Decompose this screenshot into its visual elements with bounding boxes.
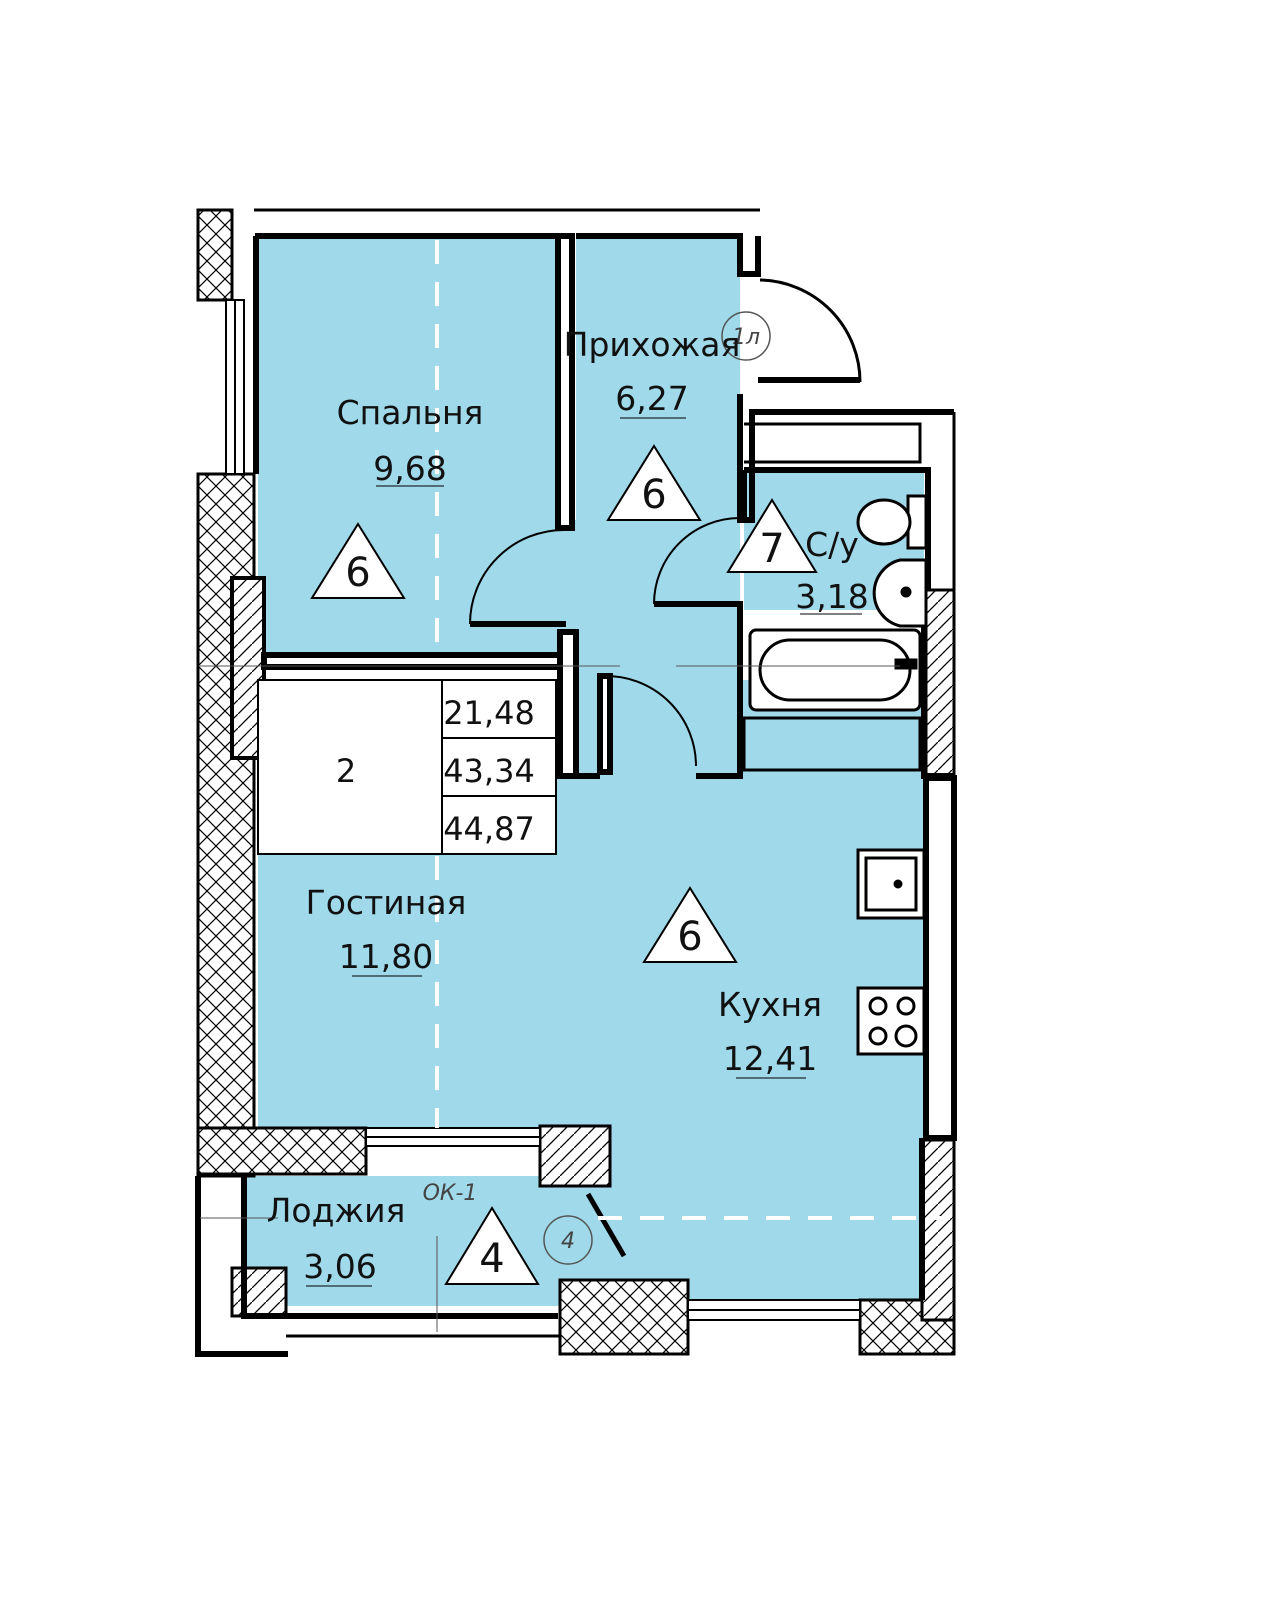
door-swing-entrance [759, 278, 862, 383]
shaft-box-2 [744, 422, 922, 464]
kitchen-mark: 6 [677, 914, 702, 960]
loggia-area: 3,06 [303, 1247, 376, 1286]
summary-living-cell [441, 679, 557, 739]
bathroom-mark-triangle [726, 498, 818, 573]
hallway-floor-2 [470, 520, 740, 670]
door-swing-loggia [585, 1192, 627, 1258]
kitchen-area: 12,41 [723, 1039, 817, 1078]
bedroom-mark: 6 [345, 550, 370, 596]
finish-markers [310, 444, 818, 1285]
toilet-icon [856, 494, 928, 550]
east-wall-mid [924, 588, 956, 778]
entrance-door-code: 1л [732, 325, 760, 350]
east-wall-lower [920, 1138, 956, 1322]
shaft-box [742, 716, 922, 772]
bathtub-icon [748, 628, 922, 712]
rooms-count: 2 [336, 752, 356, 790]
hallway-name: Прихожая [564, 325, 741, 364]
west-wall-upper [196, 208, 234, 302]
door-swing-bedroom [469, 529, 565, 625]
washbasin-icon [872, 558, 928, 628]
bedroom-area: 9,68 [373, 449, 446, 488]
bathroom-lower-wall [654, 601, 743, 779]
bathroom-area: 3,18 [795, 577, 868, 616]
room-labels: Спальня 9,68 Прихожая 6,27 С/у 3,18 Гост… [267, 325, 869, 1287]
total-area-value: 43,34 [443, 752, 535, 790]
hallway-mark-triangle [606, 444, 702, 521]
loggia-outer [195, 1176, 558, 1357]
hallway-mark: 6 [641, 472, 666, 518]
loggia-name: Лоджия [267, 1191, 406, 1230]
summary-total-loggia-cell [441, 795, 557, 855]
door-markers [543, 311, 771, 1265]
outer-walls [196, 208, 956, 1356]
kitchen-sink-icon [856, 848, 926, 920]
axis-lines [435, 240, 950, 1220]
bedroom-south-partition [261, 652, 575, 670]
thin-guides [200, 665, 900, 1332]
inner-walls [195, 208, 957, 1357]
window-code: ОК-1 [423, 1181, 478, 1206]
bathroom-mark: 7 [759, 526, 784, 572]
door-swing-living [605, 675, 697, 767]
partition-bed-hall [555, 233, 575, 531]
loggia-mark: 4 [479, 1236, 504, 1282]
kitchen-floor-lower [590, 1130, 923, 1300]
loggia-door-marker [543, 1215, 593, 1265]
living-name: Гостиная [306, 883, 467, 922]
summary-rooms-cell [257, 679, 443, 855]
living-area: 11,80 [339, 937, 433, 976]
entrance-door-marker [721, 311, 771, 361]
fixtures [748, 494, 928, 1056]
bathroom-name: С/у [805, 525, 859, 564]
south-wall-living [196, 1126, 368, 1176]
windows [225, 299, 861, 1321]
kitchen-east-column [923, 775, 957, 1141]
loggia-corner [230, 1266, 288, 1318]
bathroom-walls [741, 467, 931, 590]
south-column-a [538, 1124, 612, 1188]
bedroom-name: Спальня [337, 393, 484, 432]
door-swing-bath [653, 517, 741, 605]
stove-icon [856, 986, 926, 1056]
living-door-jamb [597, 673, 613, 775]
door-swings [469, 278, 862, 1258]
summary-total-cell [441, 737, 557, 797]
floor-areas [244, 236, 924, 1306]
bedroom-mark-triangle [310, 522, 406, 599]
kitchen-name: Кухня [718, 985, 822, 1024]
total-with-loggia-value: 44,87 [443, 810, 535, 848]
loggia-door-code: 4 [561, 1229, 575, 1254]
living-area-value: 21,48 [443, 694, 535, 732]
kitchen-mark-triangle [642, 886, 738, 963]
entrance-wall-lower [737, 377, 954, 523]
loggia-mark-triangle [444, 1206, 540, 1285]
area-summary-box: 2 21,48 43,34 44,87 [257, 679, 557, 855]
hall-column [557, 629, 579, 779]
hall-north-wall [576, 233, 761, 277]
south-wall-kitchen [558, 1278, 690, 1356]
hallway-area: 6,27 [615, 379, 688, 418]
